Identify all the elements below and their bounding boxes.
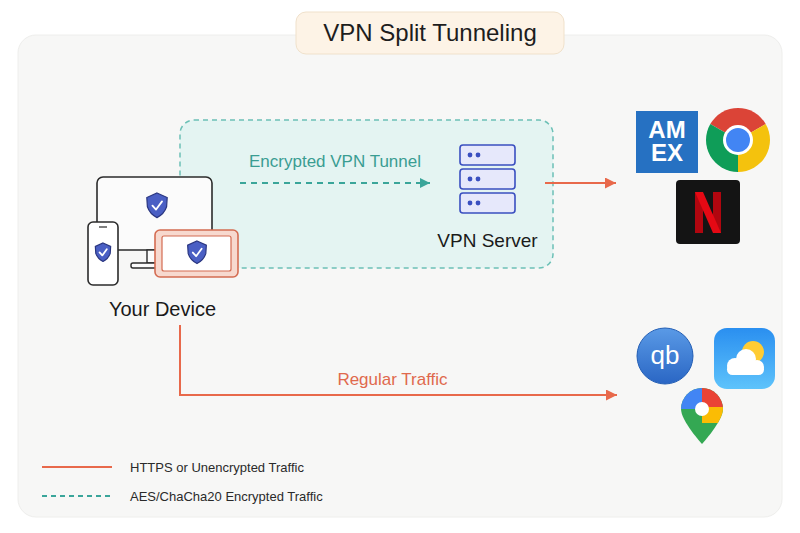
shield-icon [188,241,207,264]
encrypted-tunnel-arrow [240,182,430,184]
maps-logo [678,385,728,447]
qb-disc [637,328,693,384]
phone [88,222,118,285]
server-unit [460,145,515,165]
tablet [155,230,238,277]
server-unit [460,169,515,189]
edge-label: Regular Traffic [285,369,500,391]
shield-check [152,201,162,209]
canvas-panel [18,35,782,517]
netflix-logo [676,180,740,244]
chrome-ring [723,125,753,155]
amex-logo: AM EX [616,108,700,188]
netflix-diagonal [695,192,721,233]
weather-tile [714,328,775,389]
egress-arrow [545,182,616,184]
chrome-center [726,128,750,152]
legend-text: AES/ChaCha20 Encrypted Traffic [130,489,323,504]
legend-entry: HTTPS or Unencrypted Traffic [130,459,304,475]
amex-wordmark: AM EX [636,111,698,173]
qb-wordmark: qb [637,328,693,384]
edge-label: Encrypted VPN Tunnel [230,151,440,173]
amex-tile [636,111,698,173]
weather-logo [714,328,775,389]
server-led [468,153,473,158]
qbittorrent-logo: qb [617,326,695,400]
server-led [476,201,481,206]
connector-group [180,183,617,395]
device-label: Your Device [85,296,240,322]
regular-traffic-arrow [180,325,617,395]
legend-sample-dashed [42,495,112,497]
vpn-server: VPN Server [430,140,545,255]
device-illustration: Your Device [85,170,240,325]
netflix-tile [676,180,740,244]
shield-check [193,249,202,256]
server-unit [460,193,515,213]
server-led [476,177,481,182]
shield-icon [95,243,110,261]
chrome-logo [706,108,770,172]
server-label: VPN Server [430,228,545,254]
weather-cloud [727,364,764,375]
shield-icon [147,193,167,218]
server-led [468,177,473,182]
maps-green [678,385,728,447]
title-pill [296,12,564,54]
legend-sample-solid [42,466,112,468]
shield-check [100,249,107,255]
legend-entry: AES/ChaCha20 Encrypted Traffic [130,488,323,504]
maps-dot [695,402,709,416]
server-led [468,201,473,206]
legend-text: HTTPS or Unencrypted Traffic [130,460,304,475]
server-led [476,153,481,158]
phone-speaker [99,226,107,227]
diagram-title: VPN Split Tunneling [296,12,564,54]
tablet-screen [162,236,231,271]
